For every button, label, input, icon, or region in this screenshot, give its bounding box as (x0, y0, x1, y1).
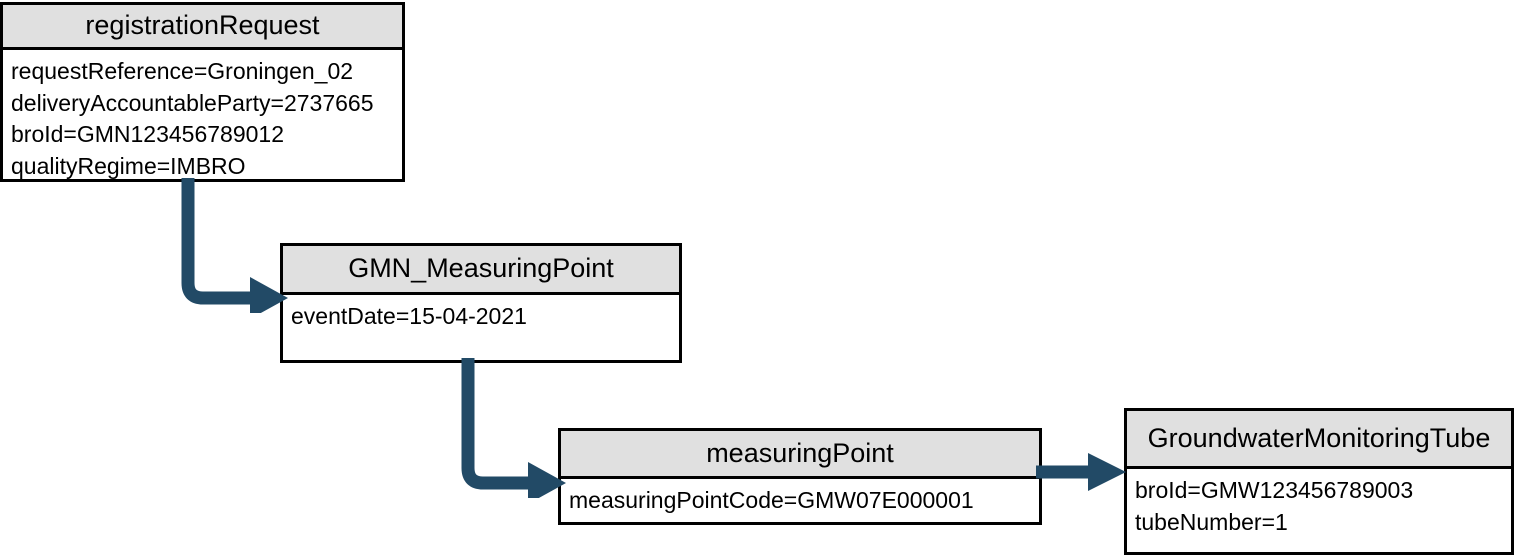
connector-line (181, 178, 256, 305)
attribute-request-reference: requestReference=Groningen_02 (11, 58, 354, 84)
attribute-tube-number: tubeNumber=1 (1135, 508, 1288, 535)
uml-box-registration-request[interactable]: registrationRequest requestReference=Gro… (0, 2, 405, 182)
uml-box-groundwater-monitoring-tube[interactable]: GroundwaterMonitoringTube broId=GMW12345… (1124, 408, 1514, 555)
attribute-tube-bro-id: broId=GMW123456789003 (1135, 477, 1414, 503)
uml-box-title-measuringpoint: measuringPoint (561, 431, 1039, 479)
uml-box-attributes-groundwater-monitoring-tube: broId=GMW123456789003 tubeNumber=1 (1127, 469, 1511, 552)
arrowhead-icon (1088, 453, 1126, 491)
attribute-event-date: eventDate=15-04-2021 (291, 303, 527, 329)
uml-box-gmn-measuringpoint[interactable]: GMN_MeasuringPoint eventDate=15-04-2021 (280, 243, 682, 363)
uml-box-attributes-gmn-measuringpoint: eventDate=15-04-2021 (283, 295, 679, 360)
connector-line (461, 358, 534, 490)
attribute-measuring-point-code: measuringPointCode=GMW07E000001 (569, 487, 974, 513)
uml-box-attributes-registration-request: requestReference=Groningen_02 deliveryAc… (3, 50, 402, 179)
uml-box-title-groundwater-monitoring-tube: GroundwaterMonitoringTube (1127, 411, 1511, 469)
uml-box-measuringpoint[interactable]: measuringPoint measuringPointCode=GMW07E… (558, 428, 1042, 525)
attribute-delivery-accountable-party: deliveryAccountableParty=2737665 (11, 89, 374, 116)
uml-box-title-registration-request: registrationRequest (3, 5, 402, 50)
uml-box-attributes-measuringpoint: measuringPointCode=GMW07E000001 (561, 479, 1039, 522)
connector-measuringpoint-to-groundwater-monitoring-tube (1036, 453, 1126, 491)
uml-box-title-gmn-measuringpoint: GMN_MeasuringPoint (283, 246, 679, 295)
attribute-quality-regime: qualityRegime=IMBRO (11, 153, 246, 179)
attribute-bro-id: broId=GMN123456789012 (11, 121, 285, 148)
